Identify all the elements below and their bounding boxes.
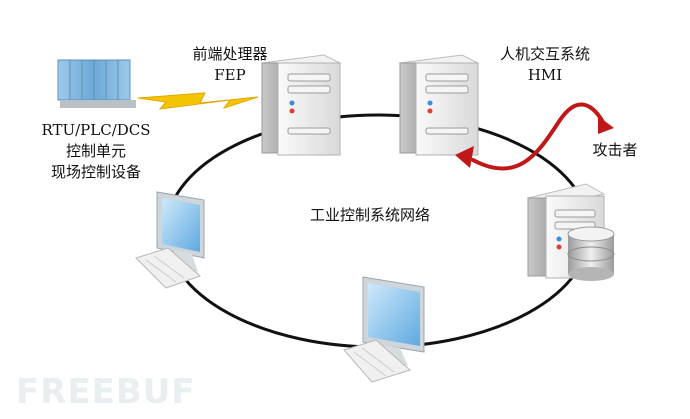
hmi-label-line1: 人机交互系统 <box>499 45 590 63</box>
database-server-icon <box>526 183 615 281</box>
rtu-label-line3: 现场控制设备 <box>50 163 141 181</box>
network-label: 工业控制系统网络 <box>309 206 430 224</box>
rtu-label-line2: 控制单元 <box>65 142 126 160</box>
hmi-server-icon <box>398 54 480 156</box>
hmi-label: 人机交互系统 HMI <box>490 44 600 86</box>
hmi-label-line2: HMI <box>527 66 563 84</box>
fep-label: 前端处理器 FEP <box>185 44 275 86</box>
lightning-bolt-icon <box>137 92 259 110</box>
attacker-label: 攻击者 <box>592 141 638 159</box>
workstation-left-icon <box>135 191 205 289</box>
fep-server-icon <box>260 54 342 156</box>
attack-arrow-icon <box>455 102 614 171</box>
fep-label-line1: 前端处理器 <box>192 45 268 63</box>
fep-label-line2: FEP <box>214 66 246 84</box>
rtu-label: RTU/PLC/DCS 控制单元 现场控制设备 <box>34 120 158 183</box>
workstation-bottom-icon <box>343 276 425 383</box>
rtu-label-line1: RTU/PLC/DCS <box>41 121 151 139</box>
rtu-plc-dcs-icon <box>57 59 136 108</box>
watermark-logo: FREEBUF <box>16 372 196 412</box>
